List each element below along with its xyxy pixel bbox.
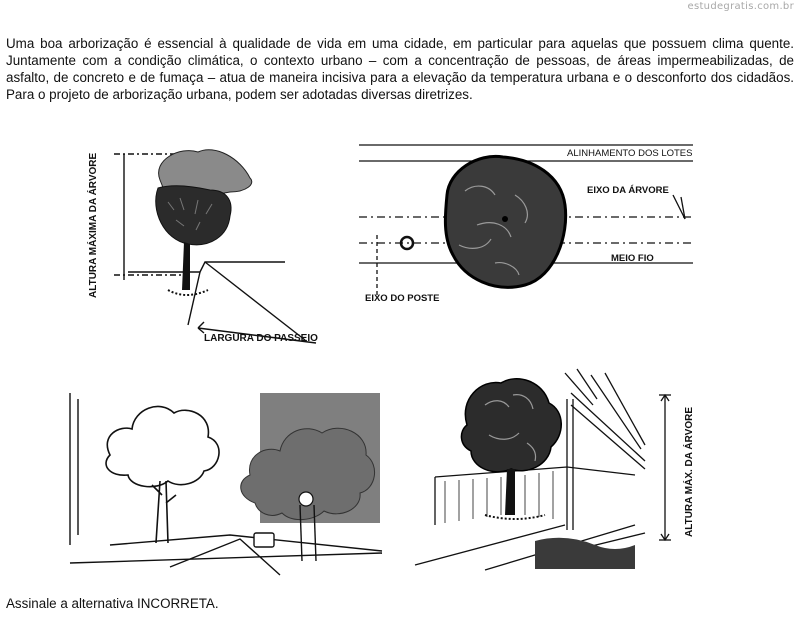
figure-street-perspective [69, 393, 383, 576]
figure-plan-view: ALINHAMENTO DOS LOTES EIXO DA ÁRVORE MEI… [359, 144, 693, 304]
tree-fig1 [155, 149, 253, 296]
figure-tree-height-sidewalk: ALTURA MÁXIMA DA ÁRVORE LARGURA DO PASSE… [86, 149, 318, 344]
sign-icon [298, 491, 314, 507]
shrub-patch [535, 537, 635, 569]
label-altura-maxima: ALTURA MÁXIMA DA ÁRVORE [86, 152, 99, 298]
figure-tree-power-lines: ALTURA MÁX. DA ÁRVORE [414, 368, 695, 571]
label-altura-max: ALTURA MÁX. DA ÁRVORE [682, 407, 695, 537]
label-eixo-poste: EIXO DO POSTE [365, 293, 439, 304]
tree-gray-right [240, 427, 375, 520]
site-watermark: estudegratis.com.br [687, 1, 794, 12]
label-alinhamento-lotes: ALINHAMENTO DOS LOTES [567, 148, 692, 159]
question-prompt: Assinale a alternativa INCORRETA. [6, 596, 219, 611]
pole-icon [399, 235, 415, 251]
tree-canopy-plan [443, 154, 568, 289]
label-meio-fio: MEIO FIO [611, 253, 654, 264]
intro-paragraph: Uma boa arborização é essencial à qualid… [6, 36, 794, 102]
tree-outline-left [105, 405, 220, 544]
tree-fig4 [460, 378, 562, 520]
label-eixo-arvore: EIXO DA ÁRVORE [587, 185, 669, 196]
car-icon [253, 532, 275, 548]
label-largura-passeio: LARGURA DO PASSEIO [204, 333, 318, 344]
